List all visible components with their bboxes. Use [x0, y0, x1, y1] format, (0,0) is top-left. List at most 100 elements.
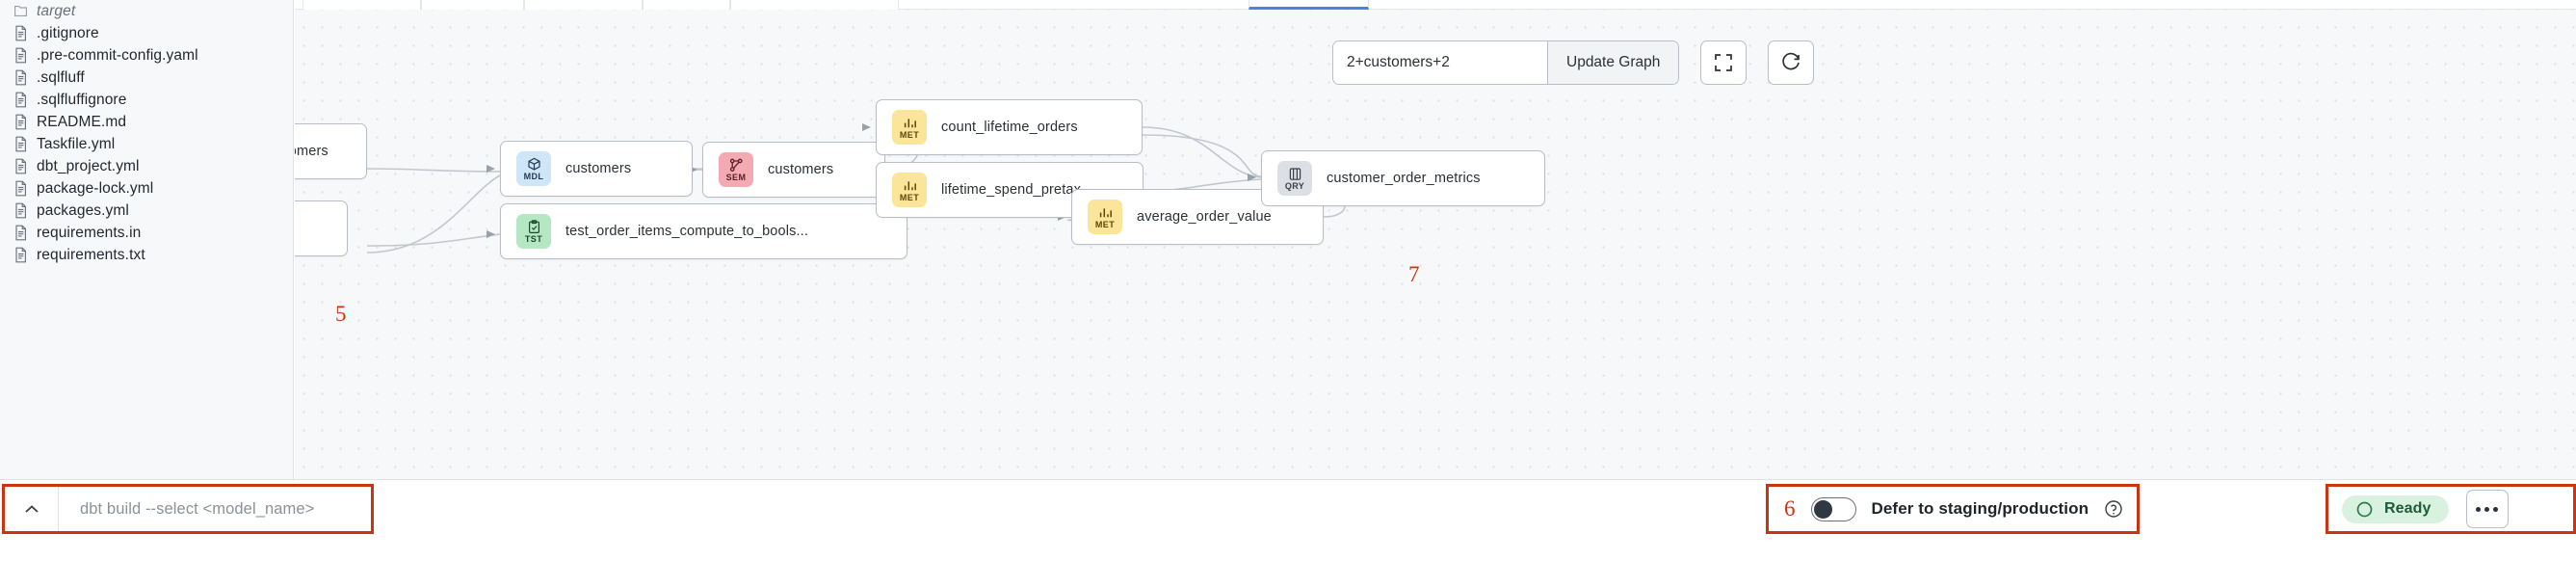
- ellipsis-icon: [2476, 506, 2482, 512]
- graph-node[interactable]: MET count_lifetime_orders: [876, 99, 1143, 155]
- editor-tab-3[interactable]: [524, 0, 643, 10]
- file-item[interactable]: .sqlfluffignore: [0, 89, 293, 111]
- annotation-7: 7: [1408, 262, 1420, 286]
- command-input[interactable]: dbt build --select <model_name>: [80, 499, 315, 518]
- editor-tab-5[interactable]: [730, 0, 899, 10]
- node-label: test_order_items_compute_to_bools...: [565, 224, 809, 239]
- command-input-wrapper[interactable]: dbt build --select <model_name>: [2, 484, 374, 534]
- node-label: customer_order_metrics: [1327, 171, 1481, 186]
- bar-chart-icon: [904, 118, 916, 127]
- file-item[interactable]: .pre-commit-config.yaml: [0, 44, 293, 67]
- graph-search-input[interactable]: 2+customers+2: [1333, 41, 1547, 84]
- file-icon: [15, 69, 26, 86]
- file-list: target .gitignore .pre-commit-config.yaml.…: [0, 0, 293, 266]
- file-label: requirements.txt: [37, 246, 145, 263]
- graph-node[interactable]: MET average_order_value: [1071, 189, 1324, 245]
- help-circle-icon: [2105, 500, 2122, 518]
- lineage-graph-canvas[interactable]: tg_customersordersMDLcustomersTSTtest_or…: [295, 0, 2576, 479]
- refresh-button[interactable]: [1768, 40, 1815, 85]
- file-item[interactable]: dbt_project.yml: [0, 155, 293, 177]
- file-item[interactable]: packages.yml: [0, 200, 293, 222]
- refresh-icon: [1782, 52, 1801, 70]
- file-label: README.md: [37, 113, 127, 130]
- file-explorer-sidebar: target .gitignore .pre-commit-config.yaml.…: [0, 0, 294, 479]
- editor-tab-1[interactable]: [302, 0, 421, 10]
- file-item[interactable]: requirements.in: [0, 222, 293, 244]
- query-icon: [1289, 167, 1301, 180]
- file-icon: [15, 202, 26, 219]
- bar-chart-icon: [904, 180, 916, 190]
- file-item[interactable]: requirements.txt: [0, 244, 293, 266]
- defer-label: Defer to staging/production: [1871, 499, 2090, 518]
- node-type-badge: MET: [892, 110, 927, 145]
- status-area: Ready: [2326, 484, 2576, 534]
- graph-search-group: 2+customers+2 Update Graph: [1332, 40, 1680, 85]
- editor-tab-2[interactable]: [421, 0, 524, 10]
- annotation-6: 6: [1784, 496, 1796, 521]
- fullscreen-icon: [1715, 54, 1733, 71]
- file-label: .sqlfluff: [37, 68, 85, 86]
- semantic-icon: [729, 158, 743, 172]
- file-label: package-lock.yml: [37, 179, 154, 197]
- graph-node[interactable]: SEM customers: [702, 142, 885, 198]
- cube-icon: [527, 157, 540, 171]
- file-item[interactable]: README.md: [0, 111, 293, 133]
- file-item[interactable]: .sqlfluff: [0, 67, 293, 89]
- toggle-knob: [1813, 499, 1832, 519]
- editor-tab-strip: [295, 0, 2576, 10]
- node-type-label: SEM: [725, 172, 747, 182]
- file-icon: [15, 114, 26, 130]
- node-type-label: QRY: [1284, 180, 1305, 191]
- node-label: count_lifetime_orders: [941, 120, 1078, 135]
- file-label: target: [37, 2, 76, 19]
- node-type-label: MET: [1094, 219, 1116, 229]
- node-type-label: MET: [899, 129, 920, 140]
- file-label: dbt_project.yml: [37, 157, 140, 174]
- clipboard-icon: [528, 219, 539, 233]
- node-label: customers: [768, 162, 834, 177]
- file-item[interactable]: package-lock.yml: [0, 177, 293, 200]
- file-item[interactable]: target: [0, 0, 293, 22]
- file-label: requirements.in: [37, 224, 142, 241]
- node-type-badge: MET: [1088, 200, 1122, 234]
- graph-node[interactable]: orders: [295, 200, 348, 256]
- file-label: packages.yml: [37, 201, 129, 219]
- file-icon: [15, 25, 26, 41]
- editor-tab-active[interactable]: [1249, 0, 1369, 10]
- update-graph-button[interactable]: Update Graph: [1547, 41, 1679, 84]
- file-icon: [15, 158, 26, 174]
- node-label: tg_customers: [295, 144, 329, 159]
- defer-help-button[interactable]: [2104, 499, 2123, 519]
- node-type-badge: SEM: [719, 152, 753, 187]
- bar-chart-icon: [1099, 207, 1112, 217]
- defer-toggle[interactable]: [1810, 496, 1856, 521]
- file-item[interactable]: .gitignore: [0, 22, 293, 44]
- node-type-badge: QRY: [1277, 161, 1312, 196]
- editor-tab-4[interactable]: [643, 0, 730, 10]
- node-type-label: MET: [899, 192, 920, 202]
- node-label: average_order_value: [1137, 209, 1272, 225]
- command-history-toggle[interactable]: [5, 487, 59, 531]
- fullscreen-button[interactable]: [1700, 40, 1748, 85]
- node-type-label: MDL: [523, 171, 544, 181]
- graph-node[interactable]: QRY customer_order_metrics: [1261, 150, 1545, 206]
- graph-node[interactable]: tg_customers: [295, 123, 367, 179]
- file-item[interactable]: Taskfile.yml: [0, 133, 293, 155]
- status-badge[interactable]: Ready: [2342, 494, 2449, 523]
- more-options-button[interactable]: [2465, 490, 2509, 528]
- circle-icon: [2356, 501, 2373, 517]
- file-icon: [15, 225, 26, 241]
- graph-toolbar: 2+customers+2 Update Graph: [1332, 40, 1815, 85]
- ellipsis-icon: [2484, 506, 2490, 512]
- file-label: .sqlfluffignore: [37, 91, 127, 108]
- status-label: Ready: [2384, 500, 2431, 517]
- graph-node[interactable]: TST test_order_items_compute_to_bools...: [500, 203, 907, 259]
- node-type-badge: MET: [892, 173, 927, 207]
- file-label: .gitignore: [37, 24, 99, 41]
- file-icon: [15, 136, 26, 152]
- file-icon: [15, 47, 26, 64]
- node-type-label: TST: [524, 233, 543, 244]
- node-type-badge: TST: [516, 214, 551, 249]
